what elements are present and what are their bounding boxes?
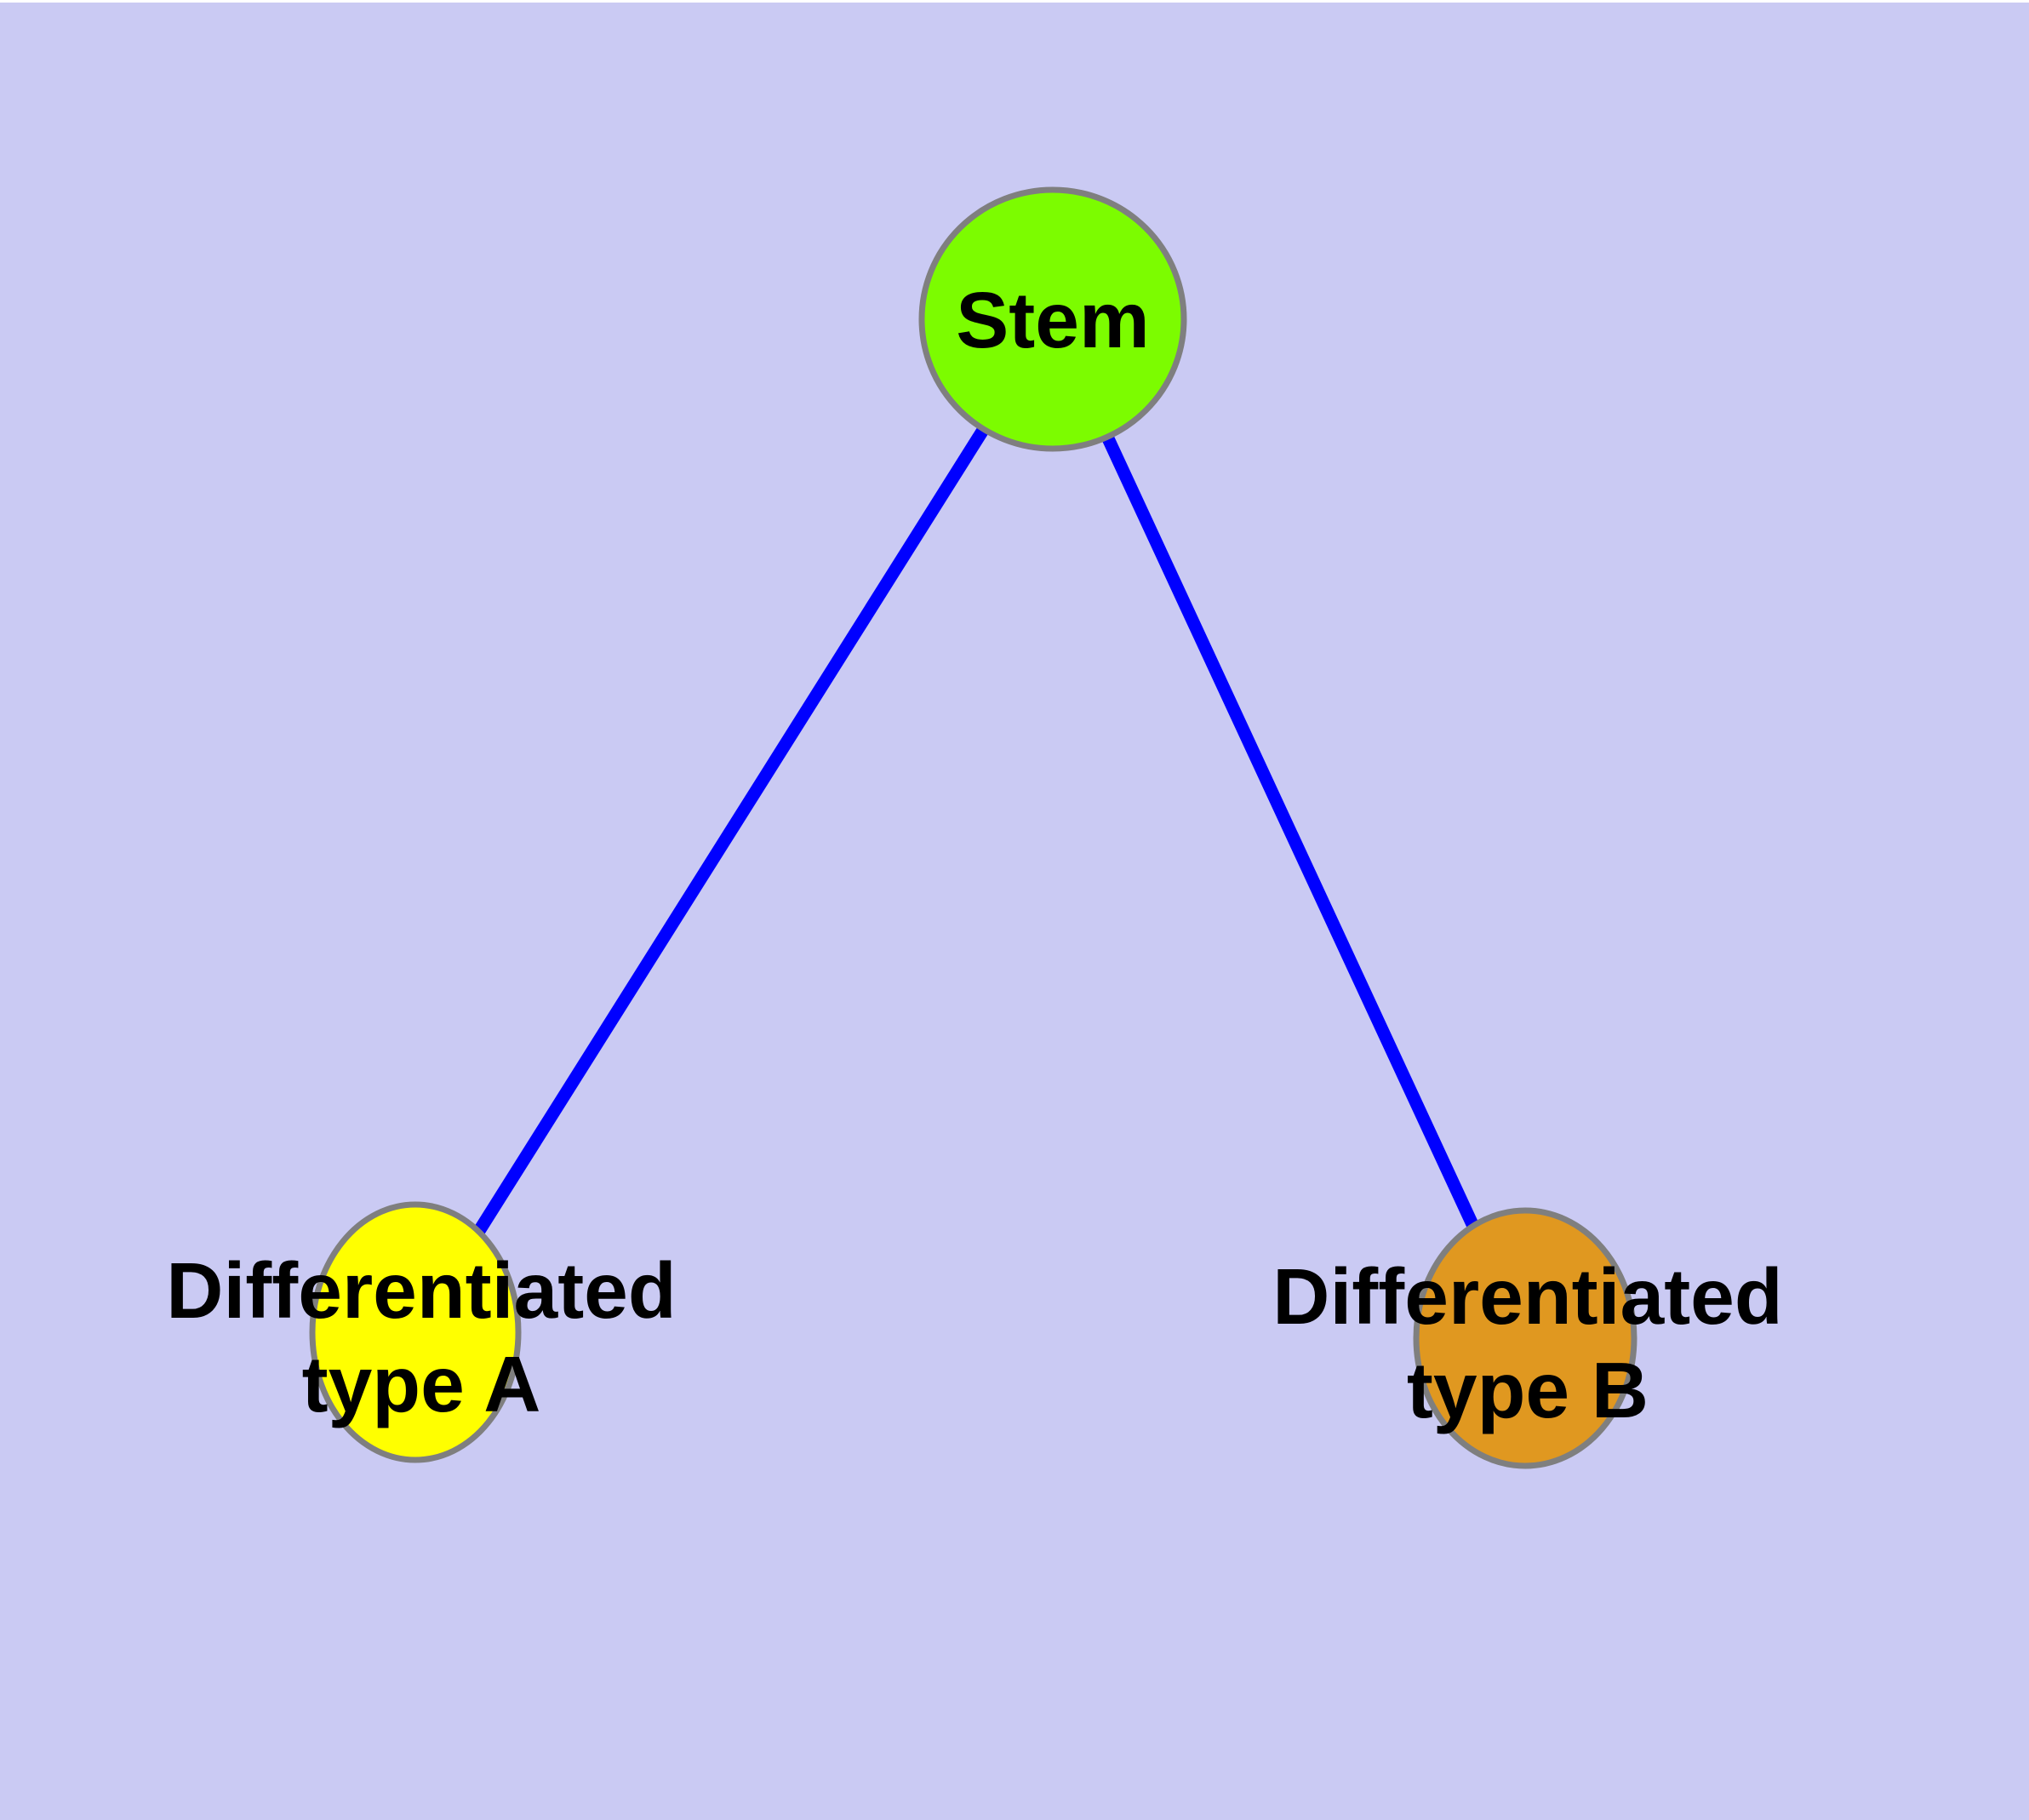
type-b-node-label-line1: Differentiated (1272, 1252, 1782, 1341)
stem-node: Stem (918, 186, 1187, 452)
type-b-node-label-line2: type B (1407, 1346, 1649, 1434)
edge-stem-to-type-a (409, 312, 1060, 1339)
type-a-node-circle (309, 1201, 522, 1463)
top-edge-highlight (0, 0, 2029, 3)
stem-node-label: Stem (956, 276, 1149, 364)
type-a-node: Differentiated type A (166, 1201, 677, 1463)
type-b-node: Differentiated type B (1272, 1207, 1783, 1469)
edges-group (409, 312, 1532, 1345)
type-b-node-circle (1413, 1207, 1637, 1469)
edge-stem-to-type-b (1046, 312, 1532, 1345)
type-a-node-label-line2: type A (302, 1340, 541, 1428)
type-a-node-label-line1: Differentiated (166, 1246, 676, 1335)
stem-node-circle (918, 186, 1187, 452)
